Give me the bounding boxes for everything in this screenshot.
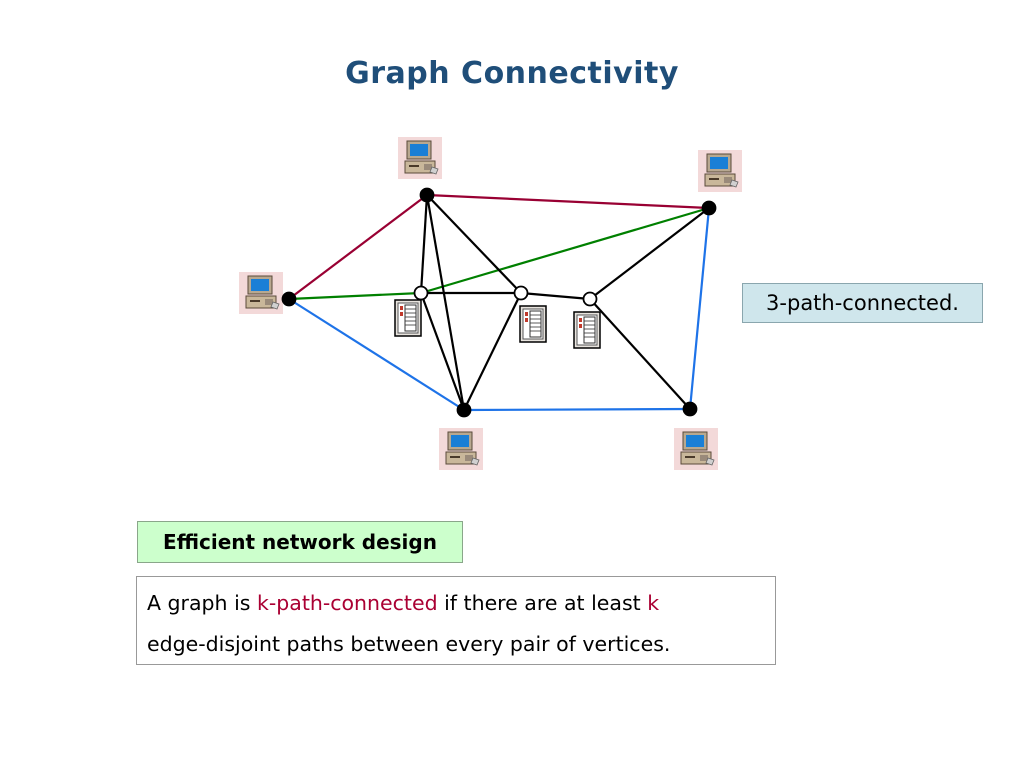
definition-text-2: if there are at least — [437, 591, 648, 615]
edge-S1-B — [420, 206, 710, 295]
edge-S3-E — [589, 298, 691, 410]
vertex-C — [281, 291, 297, 307]
definition-term: k-path-connected — [256, 591, 438, 615]
slide-title: Graph Connectivity — [345, 56, 679, 91]
edge-S1-D — [419, 292, 466, 411]
vertex-S1 — [413, 285, 429, 301]
edge-A-B — [426, 193, 710, 210]
switch-icon-S3 — [573, 311, 601, 349]
computer-icon-D — [438, 427, 484, 471]
computer-icon-E — [673, 427, 719, 471]
edge-S2-S3 — [520, 291, 591, 301]
vertex-E — [682, 401, 698, 417]
switch-icon-S1 — [394, 299, 422, 337]
computer-icon-C — [238, 271, 284, 315]
path-connected-callout: 3-path-connected. — [742, 283, 983, 323]
section-label: Efficient network design — [137, 521, 463, 563]
edge-C-D — [288, 298, 465, 411]
edge-D-E — [463, 407, 691, 412]
vertex-B — [701, 200, 717, 216]
edge-A-S2 — [426, 194, 522, 294]
vertex-D — [456, 402, 472, 418]
definition-box: A graph is k-path-connected if there are… — [136, 576, 776, 665]
definition-k: k — [647, 591, 660, 615]
edge-S2-D — [463, 292, 522, 411]
vertex-S3 — [582, 291, 598, 307]
computer-icon-B — [697, 149, 743, 193]
definition-line-2: edge-disjoint paths between every pair o… — [147, 632, 671, 656]
edge-E-B — [688, 207, 711, 410]
vertex-S2 — [513, 285, 529, 301]
edge-C-A — [288, 194, 428, 300]
computer-icon-A — [397, 136, 443, 180]
switch-icon-S2 — [519, 305, 547, 343]
edge-C-S1 — [288, 291, 422, 301]
edge-S3-B — [589, 207, 710, 300]
vertex-A — [419, 187, 435, 203]
definition-line-1: A graph is k-path-connected if there are… — [147, 583, 765, 624]
definition-text-1: A graph is — [147, 591, 257, 615]
edge-A-D — [425, 194, 466, 411]
edge-A-S1 — [419, 194, 429, 294]
